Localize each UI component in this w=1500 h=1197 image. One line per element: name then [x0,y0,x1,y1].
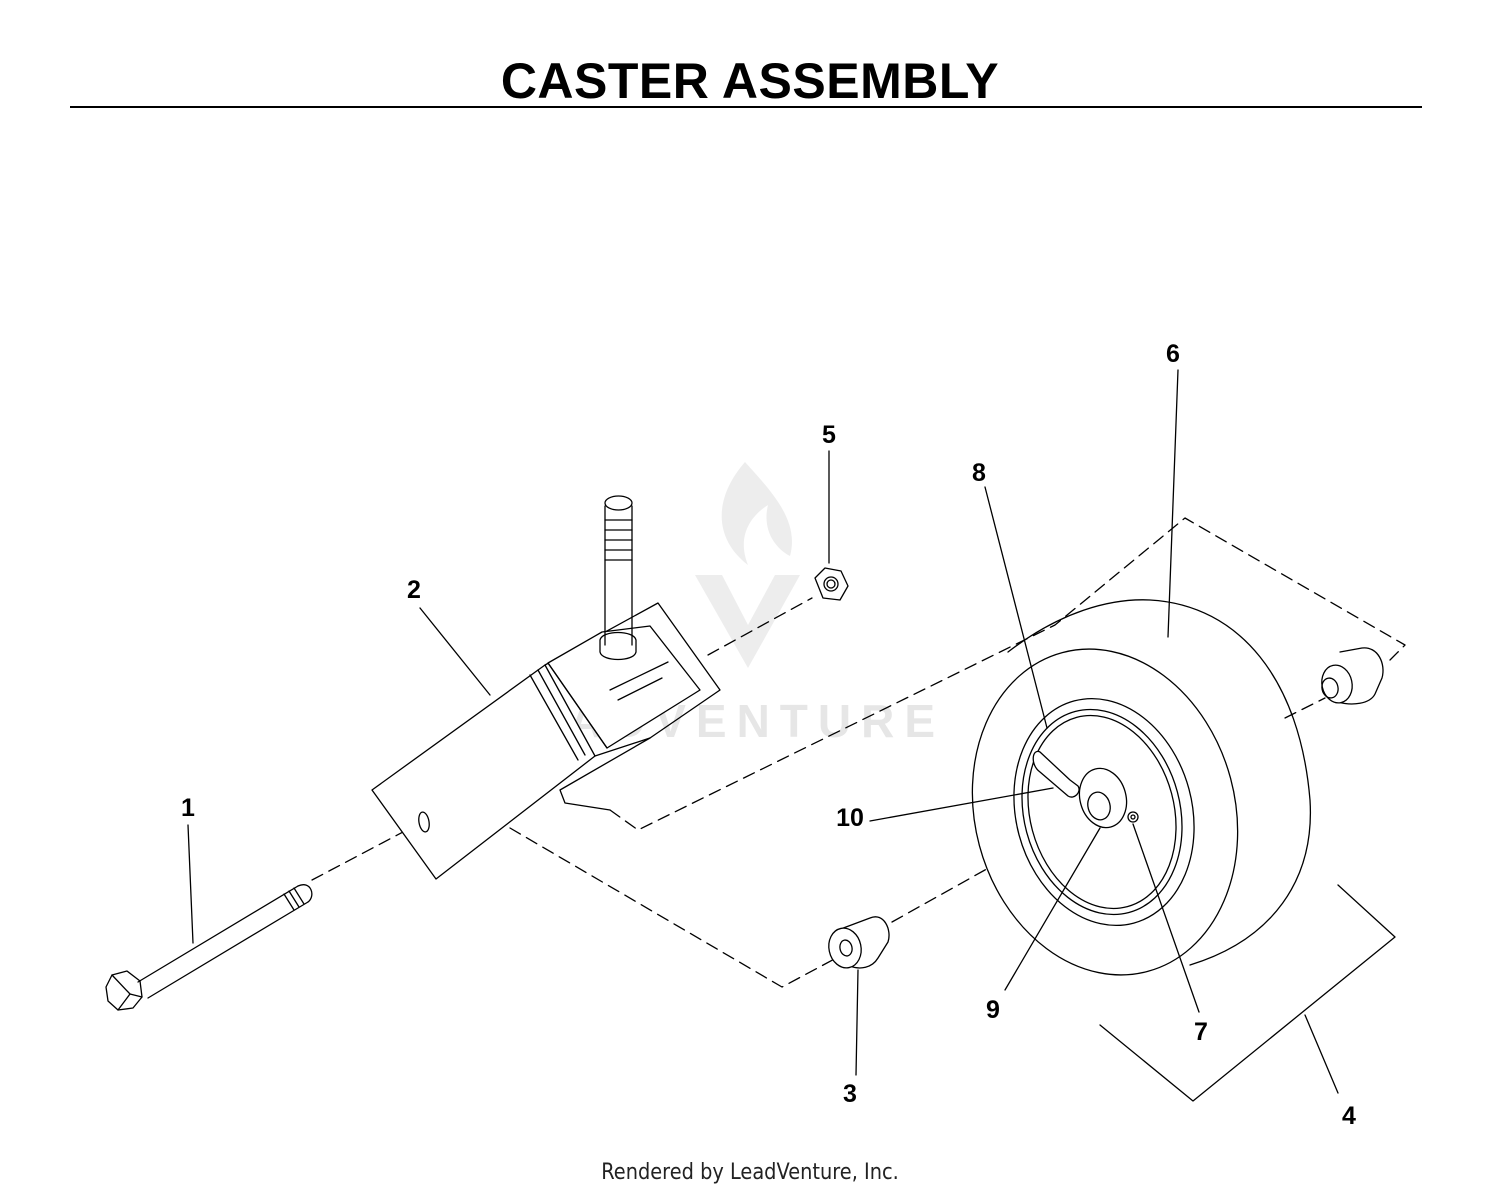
part-2-caster-fork [371,495,721,880]
callout-8: 8 [972,459,986,487]
part-4-bracket [1099,884,1396,1102]
callout-1: 1 [181,794,195,822]
callout-4: 4 [1342,1102,1356,1130]
callout-3: 3 [843,1080,857,1108]
part-5-hex-nut [814,567,849,601]
part-spacer-right [1321,647,1384,705]
part-6-wheel [971,599,1312,976]
callout-5: 5 [822,421,836,449]
callout-7: 7 [1194,1018,1208,1046]
leader-lines [187,369,1339,1094]
callout-2: 2 [407,576,421,604]
footer-credit: Rendered by LeadVenture, Inc. [601,1160,899,1185]
part-1-bolt [105,884,313,1011]
callout-9: 9 [986,996,1000,1024]
page-title: CASTER ASSEMBLY [500,53,1000,109]
title-rule [70,106,1422,108]
part-3-spacer [828,916,890,969]
callout-6: 6 [1166,340,1180,368]
callout-labels: 1 2 3 4 5 6 7 8 9 10 [181,340,1356,1130]
callout-10: 10 [836,804,864,832]
